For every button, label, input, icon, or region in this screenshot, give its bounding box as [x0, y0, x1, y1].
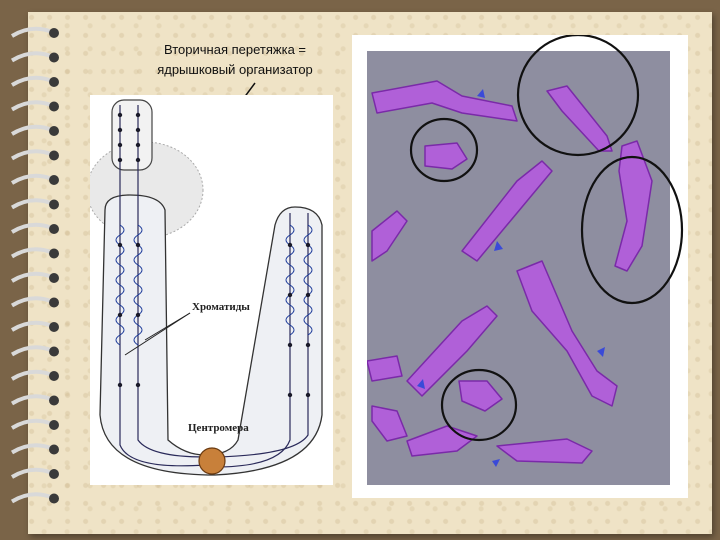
binding-hole — [49, 469, 59, 479]
chromatid-4 — [214, 213, 309, 458]
spiral-ring — [10, 26, 53, 38]
spiral-ring — [10, 418, 53, 430]
binding-hole — [49, 150, 59, 161]
spiral-ring — [10, 222, 53, 234]
spiral-ring — [10, 369, 53, 381]
binding-hole — [49, 346, 59, 357]
chromosome — [406, 425, 478, 457]
chromosome — [461, 160, 553, 262]
spiral-ring — [10, 247, 53, 259]
spiral-ring — [10, 443, 53, 455]
caption-line-2: ядрышковый организатор — [157, 62, 313, 77]
arrow-icon — [417, 89, 605, 467]
caption: Вторичная перетяжка = ядрышковый организ… — [110, 40, 360, 80]
spiral-ring — [10, 124, 53, 136]
binding-hole — [49, 126, 59, 136]
binding-hole — [49, 248, 59, 259]
binding-hole — [49, 77, 59, 87]
binding-hole — [49, 101, 59, 112]
circle-markers — [409, 35, 684, 442]
chromosome — [614, 140, 653, 272]
circle-marker-icon — [516, 35, 640, 157]
circle-marker-icon — [409, 117, 479, 183]
spiral-ring — [10, 149, 53, 161]
binding-hole — [49, 175, 59, 185]
binding-hole — [49, 52, 59, 63]
spiral-ring — [10, 394, 53, 406]
chromosome — [367, 355, 403, 382]
chromomere-dots — [117, 112, 311, 398]
micrograph-svg — [367, 80, 653, 467]
binding-hole — [49, 273, 59, 283]
binding-hole — [49, 395, 59, 406]
chromosome — [516, 260, 618, 407]
circle-marker-icon — [440, 368, 518, 442]
spiral-ring — [10, 75, 53, 87]
chromatids-label: Хроматиды — [192, 301, 250, 313]
binding-hole — [49, 28, 59, 38]
chromosome — [371, 210, 408, 262]
binding-hole — [49, 199, 59, 210]
spiral-ring — [10, 198, 53, 210]
spiral-ring — [10, 51, 53, 63]
spiral-ring — [10, 467, 53, 479]
micrograph-panel — [352, 35, 688, 498]
spiral-ring — [10, 271, 53, 283]
circle-marker-icon — [580, 155, 684, 305]
spiral-ring — [10, 100, 53, 112]
chromosome-diagram: Хроматиды Центромера — [90, 95, 333, 485]
micrograph — [367, 51, 670, 485]
binding-hole — [49, 224, 59, 234]
spiral-ring — [10, 492, 53, 504]
centromere-label: Центромера — [188, 422, 249, 434]
satellite — [111, 99, 153, 171]
chromosome — [458, 380, 503, 412]
binding-hole — [49, 420, 59, 430]
chromatid-1 — [119, 105, 206, 467]
centromere — [198, 447, 226, 475]
chromosome-diagram-svg — [90, 99, 323, 476]
chromosome — [546, 85, 613, 152]
caption-line-1: Вторичная перетяжка = — [164, 42, 306, 57]
spiral-ring — [10, 345, 53, 357]
chromosome-body — [99, 194, 323, 476]
chromosomes — [367, 80, 653, 464]
binding-hole — [49, 371, 59, 381]
binding-hole — [49, 297, 59, 308]
spiral-ring — [10, 296, 53, 308]
chromatids-pointer-2 — [124, 312, 191, 356]
chromosome — [371, 405, 408, 442]
spiral-ring — [10, 320, 53, 332]
chromatid-2 — [137, 105, 206, 458]
chromosome — [406, 305, 498, 397]
binding-hole — [49, 493, 59, 504]
binding-hole — [49, 444, 59, 455]
spiral-ring — [10, 173, 53, 185]
spiral-binding-icon — [10, 26, 59, 504]
chromosome — [371, 80, 518, 122]
binding-hole — [49, 322, 59, 332]
chromosome — [496, 438, 593, 464]
chromosome — [424, 142, 468, 170]
chromatid-3 — [214, 213, 291, 468]
